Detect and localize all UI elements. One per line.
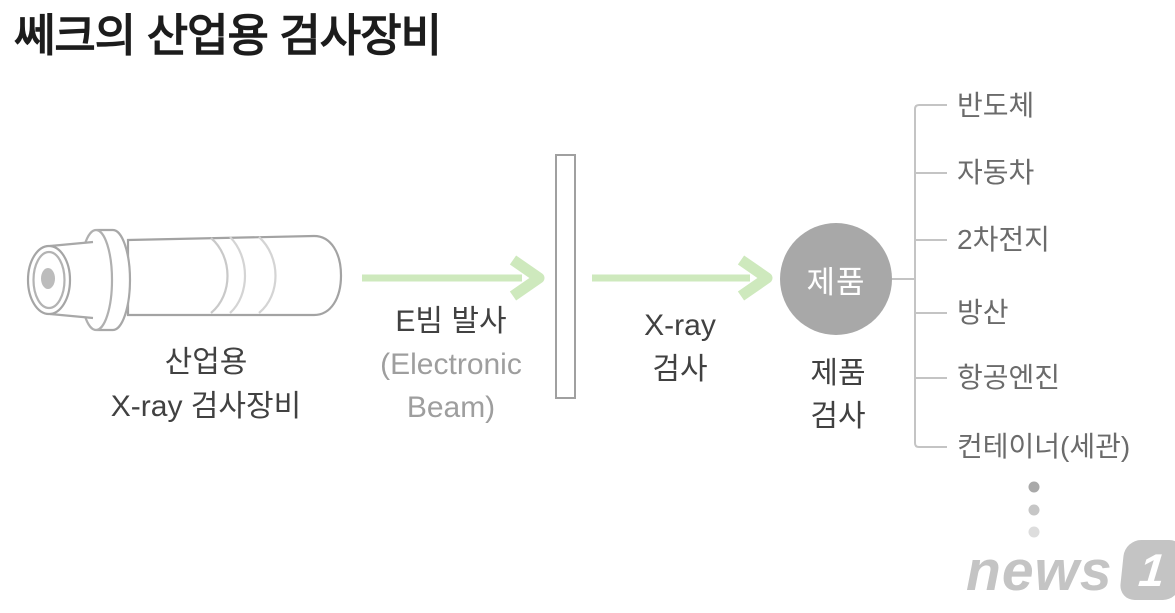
target-plate bbox=[555, 154, 576, 399]
device-caption: 산업용 X-ray 검사장비 bbox=[46, 341, 366, 429]
ebeam-label-sub1: (Electronic bbox=[380, 348, 522, 381]
xray-arrow bbox=[592, 255, 773, 301]
application-item-aero-engine: 항공엔진 bbox=[957, 362, 1061, 393]
news1-badge-number: 1 bbox=[1136, 544, 1168, 596]
product-caption-line2: 검사 bbox=[810, 400, 866, 433]
page-title: 쎄크의 산업용 검사장비 bbox=[14, 10, 442, 61]
news1-wordmark: news bbox=[966, 539, 1113, 603]
news1-badge-icon: 1 bbox=[1118, 540, 1175, 600]
application-item-defense: 방산 bbox=[957, 297, 1009, 328]
product-circle-label: 제품 bbox=[806, 264, 866, 300]
ellipsis-dots bbox=[1028, 481, 1040, 538]
news1-watermark: news 1 bbox=[966, 540, 1175, 602]
xray-label-line2: 검사 bbox=[652, 353, 708, 386]
device-caption-line1: 산업용 bbox=[164, 346, 248, 379]
product-circle: 제품 bbox=[780, 223, 892, 335]
application-item-battery: 2차전지 bbox=[957, 224, 1050, 255]
application-item-automotive: 자동차 bbox=[957, 157, 1035, 188]
xray-label-line1: X-ray bbox=[644, 309, 716, 342]
ebeam-arrow bbox=[362, 255, 545, 301]
application-item-semiconductor: 반도체 bbox=[957, 90, 1035, 121]
xray-tube-icon bbox=[26, 228, 343, 332]
ebeam-caption: E빔 발사 (Electronic Beam) bbox=[351, 300, 551, 429]
product-caption-line1: 제품 bbox=[810, 357, 866, 390]
product-inspection-caption: 제품 검사 bbox=[758, 352, 918, 438]
ebeam-label-sub2: Beam) bbox=[406, 391, 496, 424]
device-caption-line2: X-ray 검사장비 bbox=[110, 390, 302, 423]
application-tree-lines bbox=[892, 104, 947, 448]
application-item-container: 컨테이너(세관) bbox=[957, 431, 1131, 462]
xray-caption: X-ray 검사 bbox=[580, 304, 780, 392]
ebeam-label-main: E빔 발사 bbox=[395, 305, 507, 338]
